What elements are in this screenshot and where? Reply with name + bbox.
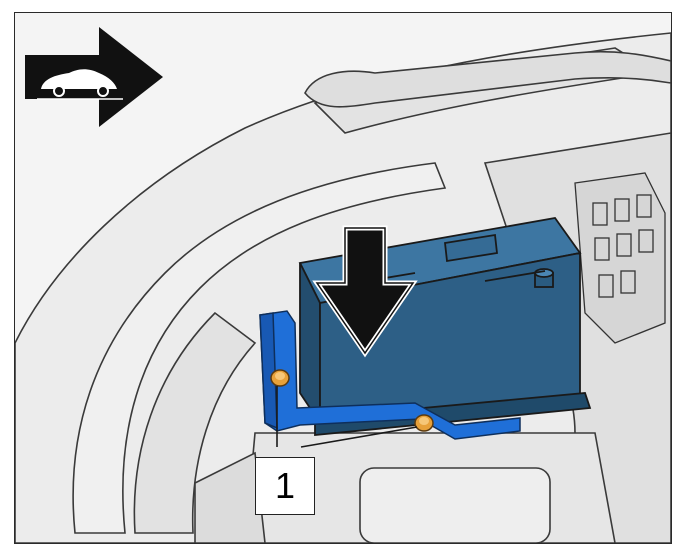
diagram-frame: 1	[14, 12, 672, 544]
callout-leader-lines	[276, 386, 418, 448]
bolt-right	[414, 414, 434, 432]
press-down-arrow-icon	[312, 225, 418, 358]
fuse-box-component	[574, 172, 666, 344]
bolt-left	[270, 369, 290, 387]
callout-label-1: 1	[255, 457, 315, 515]
forward-direction-car-icon	[25, 27, 163, 127]
battery-installation-diagram	[15, 27, 671, 543]
